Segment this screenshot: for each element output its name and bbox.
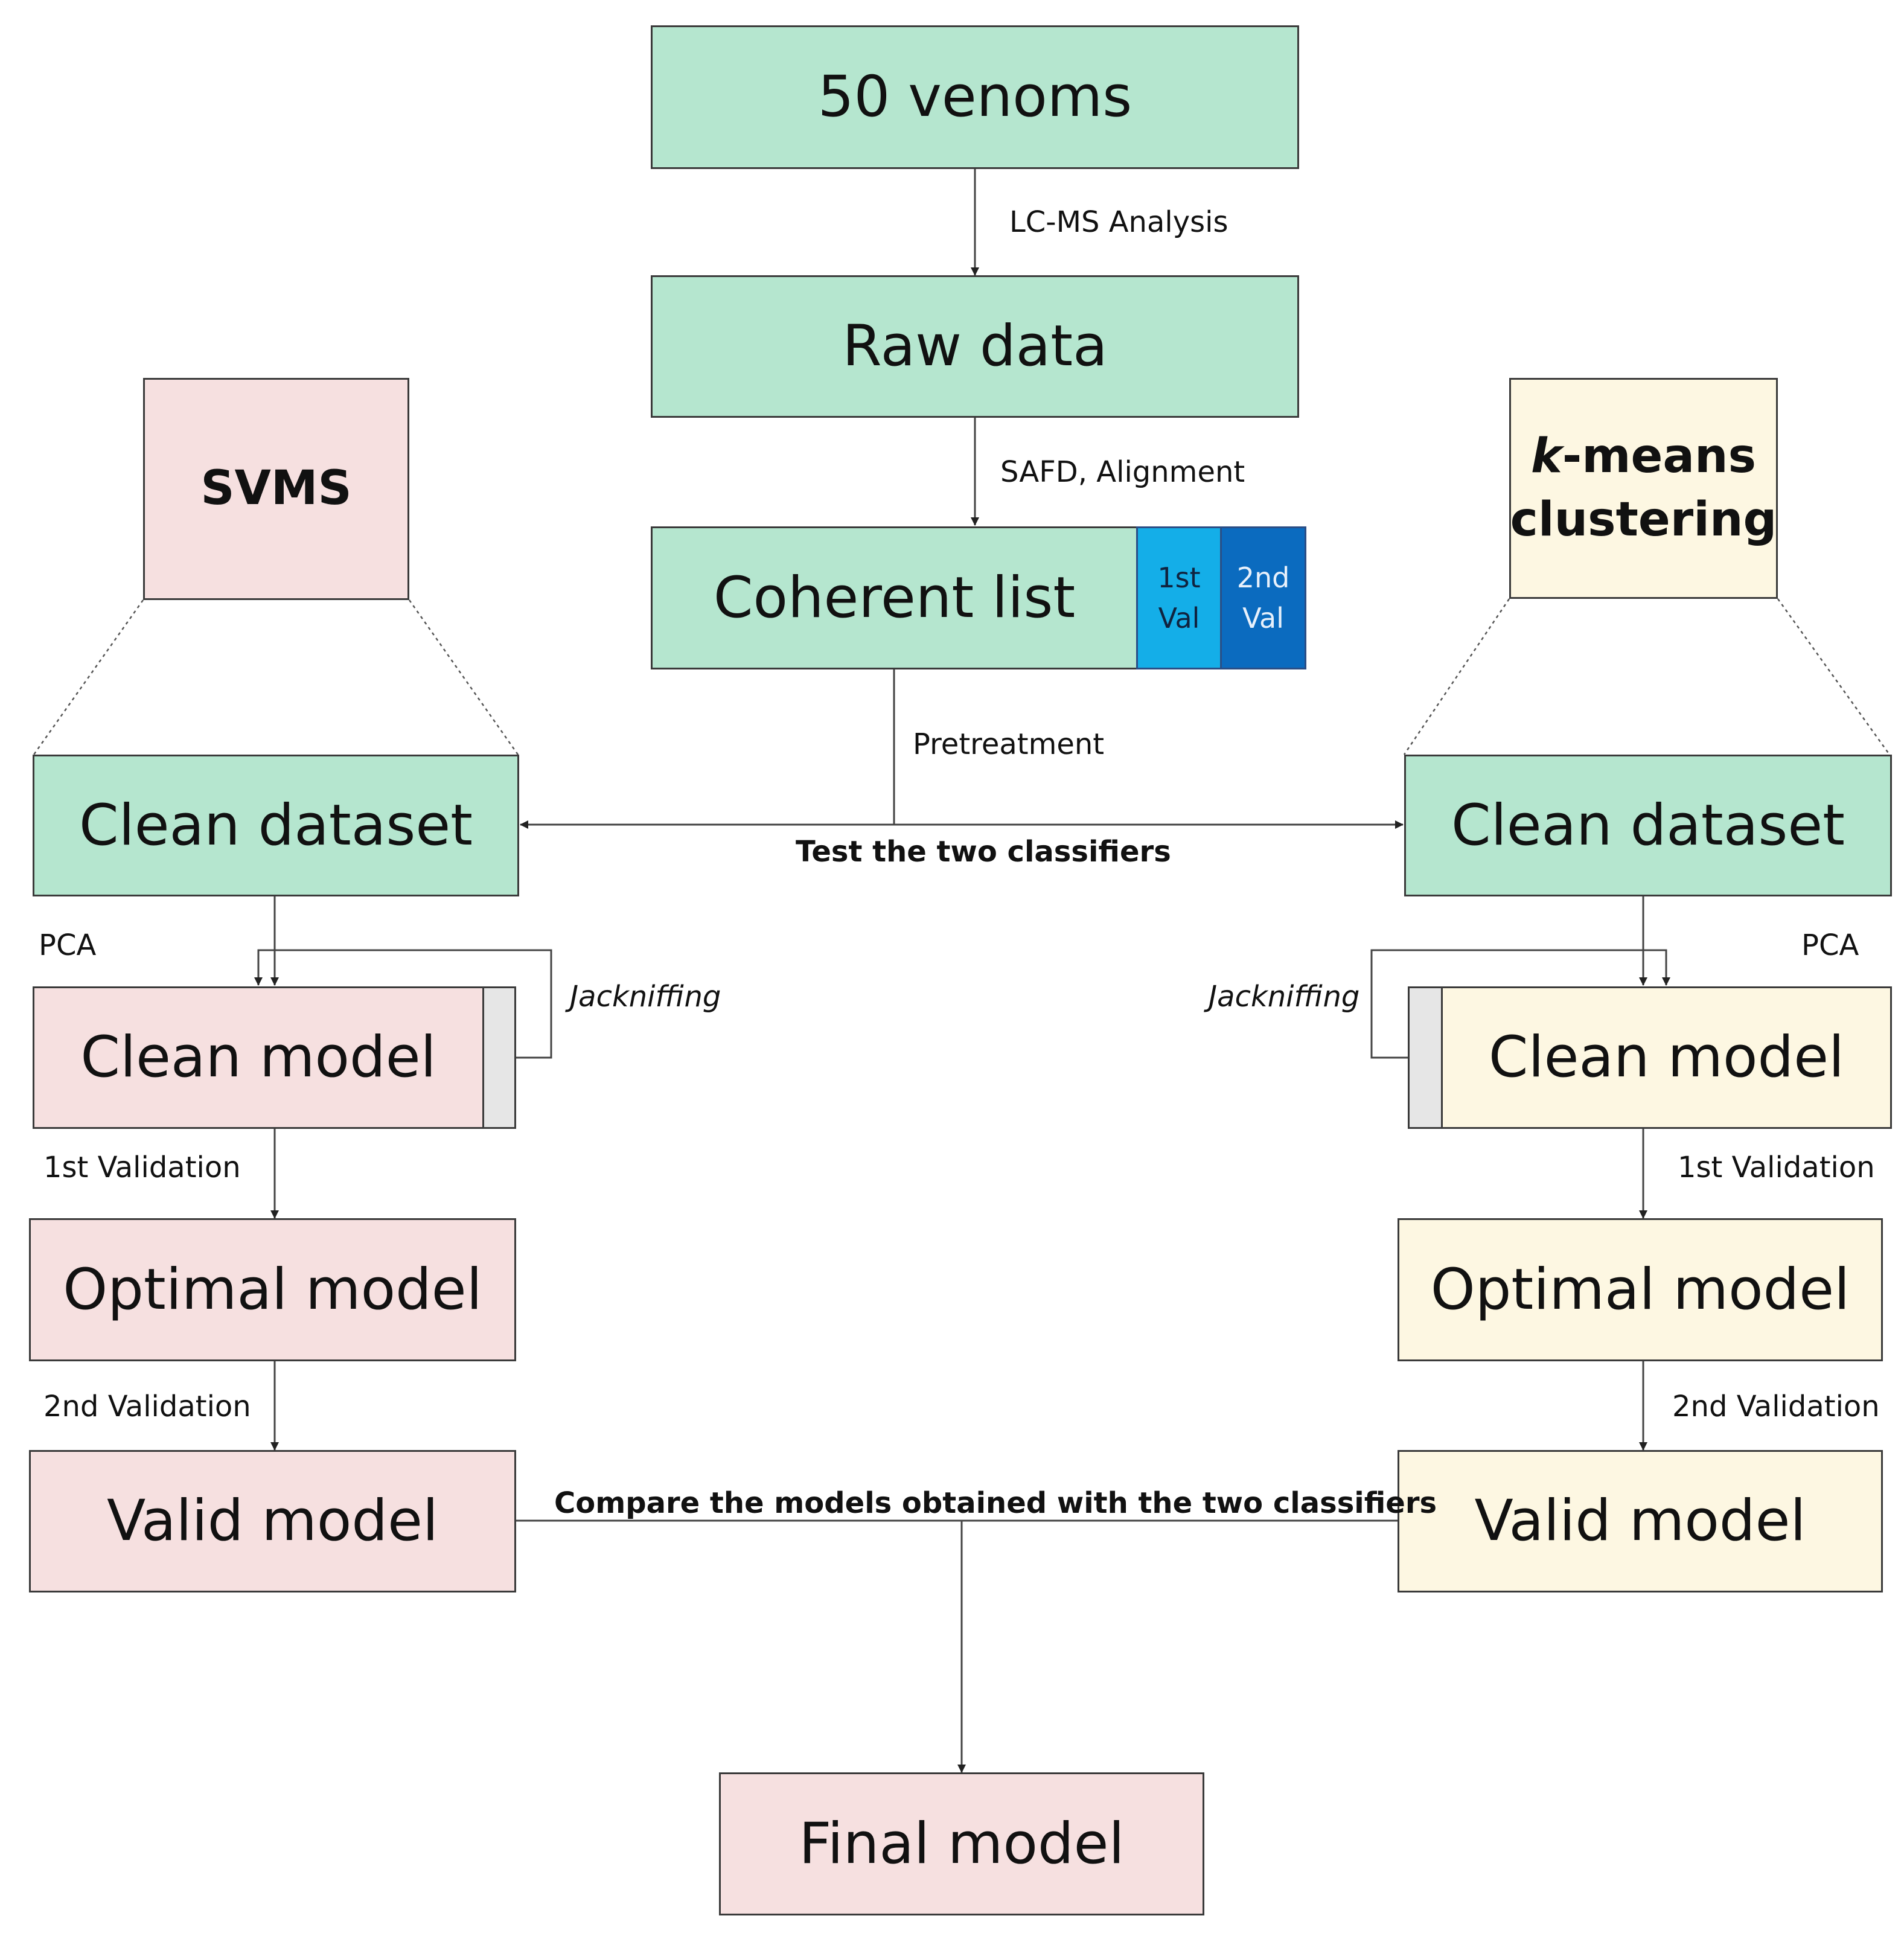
svms-title: SVMS <box>200 461 352 516</box>
svms-box: SVMS <box>143 378 409 600</box>
kmeans-title: k-means clustering <box>1510 425 1777 552</box>
final-model-box: Final model <box>719 1772 1204 1915</box>
right-jackniffing-label: Jackniffing <box>1209 980 1360 1014</box>
right-first-validation-label: 1st Validation <box>1678 1151 1875 1184</box>
left-clean-model-text: Clean model <box>80 1024 436 1090</box>
kmeans-box: k-means clustering <box>1509 378 1778 599</box>
first-val-segment: 1st Val <box>1136 526 1222 669</box>
right-clean-model-box: Clean model <box>1441 986 1892 1129</box>
left-zoom-line-a <box>33 599 144 755</box>
right-optimal-model-box: Optimal model <box>1398 1218 1883 1361</box>
compare-models-label: Compare the models obtained with the two… <box>554 1486 1437 1520</box>
right-zoom-line-b <box>1777 598 1891 755</box>
left-second-validation-label: 2nd Validation <box>43 1390 251 1423</box>
right-valid-model-box: Valid model <box>1398 1450 1883 1592</box>
kmeans-title-line2: clustering <box>1510 493 1777 547</box>
left-pca-label: PCA <box>39 928 97 962</box>
right-second-validation-label: 2nd Validation <box>1672 1390 1880 1423</box>
left-jackniffing-label: Jackniffing <box>570 980 721 1014</box>
raw-data-text: Raw data <box>842 313 1108 379</box>
test-classifiers-label: Test the two classifiers <box>796 835 1171 869</box>
left-valid-model-box: Valid model <box>29 1450 516 1592</box>
right-valid-model-text: Valid model <box>1474 1488 1806 1554</box>
first-val-text: 1st Val <box>1157 561 1201 634</box>
right-clean-model-text: Clean model <box>1488 1024 1845 1090</box>
venoms-text: 50 venoms <box>817 64 1132 130</box>
second-val-text: 2nd Val <box>1236 561 1290 634</box>
left-clean-dataset-box: Clean dataset <box>33 755 519 896</box>
left-valid-model-text: Valid model <box>106 1488 439 1554</box>
left-first-validation-label: 1st Validation <box>43 1151 241 1184</box>
right-clean-dataset-text: Clean dataset <box>1451 792 1845 858</box>
right-pca-label: PCA <box>1801 928 1859 962</box>
right-optimal-model-text: Optimal model <box>1430 1256 1850 1323</box>
final-model-text: Final model <box>799 1810 1125 1877</box>
kmeans-means: -means <box>1562 429 1756 484</box>
left-clean-dataset-text: Clean dataset <box>78 792 473 858</box>
kmeans-k: k <box>1530 429 1562 484</box>
right-jackknife-loop <box>1370 949 1670 1059</box>
safd-alignment-label: SAFD, Alignment <box>1000 455 1245 489</box>
left-optimal-model-box: Optimal model <box>29 1218 516 1361</box>
left-jackknife-strip <box>482 986 516 1129</box>
left-clean-model-box: Clean model <box>33 986 484 1129</box>
pretreatment-label: Pretreatment <box>913 727 1105 761</box>
right-jackknife-strip <box>1408 986 1443 1129</box>
lcms-analysis-label: LC-MS Analysis <box>1009 205 1228 239</box>
coherent-list-box: Coherent list <box>651 526 1138 669</box>
second-val-segment: 2nd Val <box>1220 526 1306 669</box>
left-jackknife-loop <box>254 949 552 1059</box>
raw-data-box: Raw data <box>651 275 1299 418</box>
venoms-box: 50 venoms <box>651 25 1299 169</box>
left-zoom-line-b <box>408 599 519 755</box>
coherent-list-text: Coherent list <box>713 564 1076 631</box>
left-optimal-model-text: Optimal model <box>63 1256 482 1323</box>
right-clean-dataset-box: Clean dataset <box>1404 755 1892 896</box>
right-zoom-line-a <box>1403 598 1510 755</box>
kmeans-title-line1: k-means <box>1510 425 1777 488</box>
